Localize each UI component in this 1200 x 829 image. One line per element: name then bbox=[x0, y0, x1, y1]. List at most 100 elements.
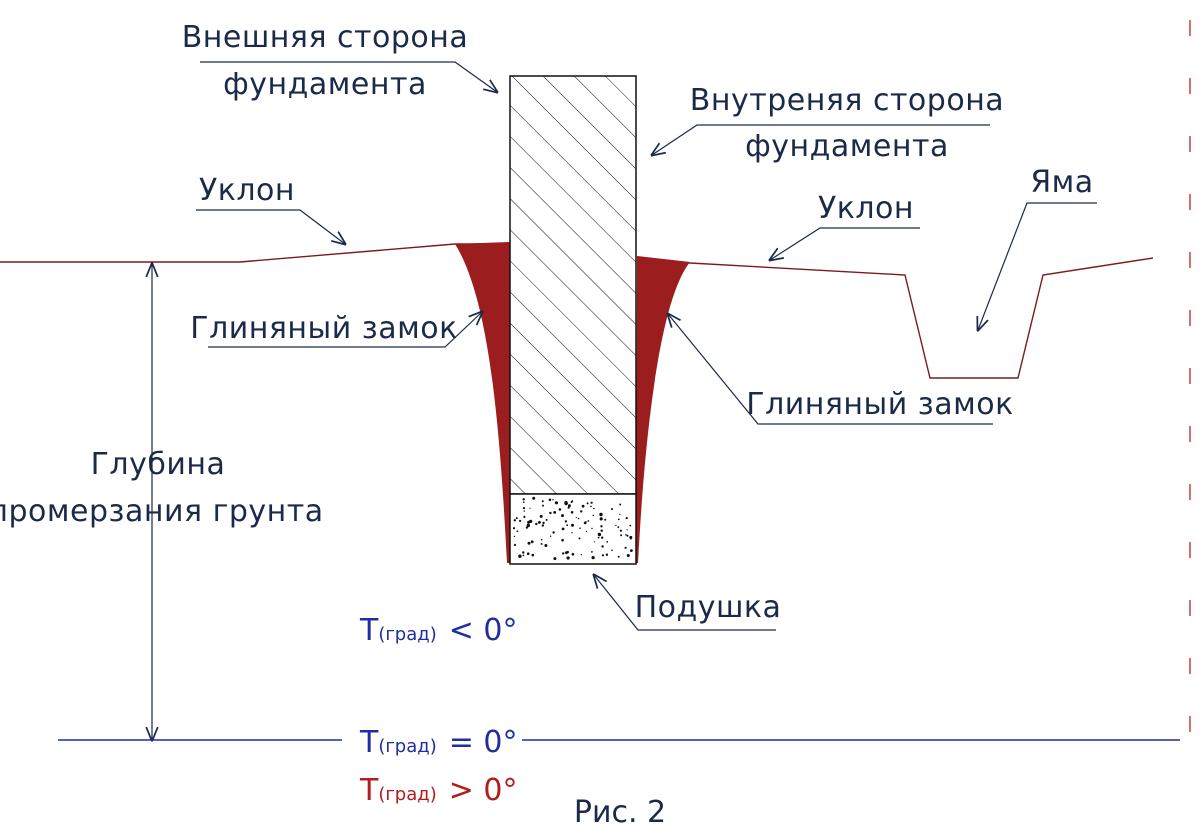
cushion-speckle bbox=[561, 514, 564, 518]
cushion-speckle bbox=[564, 501, 568, 505]
cushion-speckle bbox=[513, 543, 517, 547]
cushion-speckle bbox=[513, 519, 516, 522]
cushion-speckle bbox=[541, 500, 544, 503]
cushion-speckle bbox=[599, 512, 603, 517]
cushion-speckle bbox=[604, 518, 607, 521]
cushion-speckle bbox=[558, 508, 562, 511]
cushion-speckle bbox=[526, 552, 530, 555]
cushion-speckle bbox=[519, 519, 522, 523]
cushion-speckle bbox=[522, 554, 525, 557]
cushion-speckle bbox=[529, 507, 531, 509]
outer-side-label-line2: фундамента bbox=[223, 67, 427, 102]
clay-lock-left-label: Глиняный замок bbox=[190, 311, 457, 346]
cushion-speckle bbox=[535, 522, 538, 526]
cushion-speckle bbox=[625, 534, 627, 536]
cushion-speckle bbox=[597, 536, 600, 539]
cushion-speckle bbox=[570, 511, 574, 514]
clay-lock-right-label: Глиняный замок bbox=[746, 387, 1013, 422]
cushion-speckle bbox=[585, 530, 588, 533]
cushion-speckle bbox=[567, 504, 571, 508]
cushion-speckle bbox=[554, 501, 559, 505]
temp-above-zero: T(град)> 0° bbox=[359, 773, 518, 808]
cushion-speckle bbox=[619, 503, 622, 506]
clay-lock-left-leader bbox=[208, 312, 482, 348]
cushion-speckle bbox=[553, 557, 557, 561]
cushion-speckle bbox=[522, 551, 525, 554]
cushion-speckle bbox=[542, 504, 544, 507]
cushion-speckle bbox=[540, 538, 543, 541]
cushion-speckle bbox=[580, 510, 583, 513]
cushion-speckle bbox=[617, 555, 620, 558]
pit-leader bbox=[978, 202, 1097, 330]
cushion-speckle bbox=[611, 549, 613, 552]
cushion-speckle bbox=[522, 507, 526, 510]
cushion-speckle bbox=[525, 526, 529, 529]
cushion-speckle bbox=[591, 551, 593, 553]
cushion-speckle bbox=[601, 536, 604, 539]
cushion-speckle bbox=[601, 554, 605, 557]
cushion-speckle bbox=[553, 511, 557, 514]
cushion-speckle bbox=[529, 519, 533, 524]
cushion-speckle bbox=[626, 534, 629, 537]
cushion-speckle bbox=[619, 529, 623, 532]
cushion-speckle bbox=[617, 526, 620, 529]
cushion-speckle bbox=[581, 504, 585, 508]
cushion-speckle bbox=[566, 524, 569, 527]
cushion-speckle bbox=[518, 554, 522, 558]
cushion-speckle bbox=[579, 527, 581, 529]
cushion-speckle bbox=[587, 520, 590, 522]
cushion-speckle bbox=[540, 543, 543, 545]
cushion-speckle bbox=[549, 511, 552, 515]
cushion-speckle bbox=[523, 510, 525, 512]
foundation-wall bbox=[509, 75, 637, 495]
cushion-speckle bbox=[575, 516, 577, 519]
cushion-speckle bbox=[561, 527, 565, 531]
cushion-speckle bbox=[600, 525, 603, 528]
cushion-speckle bbox=[599, 517, 603, 521]
cushion-speckle bbox=[548, 498, 552, 502]
cushion-speckle bbox=[544, 544, 548, 547]
cushion-speckle bbox=[611, 508, 613, 511]
cushion-speckle bbox=[626, 554, 630, 557]
cushion-speckle bbox=[630, 549, 633, 552]
inner-side-label-line2: фундамента bbox=[745, 129, 949, 164]
cushion-speckle bbox=[591, 527, 593, 530]
cushion-speckle bbox=[593, 507, 595, 510]
cushion-speckle bbox=[522, 498, 525, 501]
clay-lock-left-shape bbox=[455, 242, 510, 563]
slope-right-label: Уклон bbox=[818, 191, 914, 226]
cushion-speckle bbox=[571, 552, 575, 556]
cushion-speckle bbox=[552, 531, 555, 534]
cushion-speckle bbox=[600, 529, 603, 532]
cushion-speckle bbox=[566, 556, 570, 560]
cushion-speckle bbox=[625, 517, 628, 520]
cushion-speckle bbox=[541, 524, 544, 527]
cushion-speckle bbox=[512, 527, 516, 530]
cushion-speckle bbox=[530, 540, 534, 544]
cushion-speckle bbox=[590, 505, 592, 508]
cushion-speckle bbox=[630, 538, 632, 540]
cushion-speckle bbox=[545, 518, 548, 521]
cushion-speckle bbox=[549, 535, 552, 537]
cushion-block bbox=[509, 493, 637, 565]
cushion-speckle bbox=[523, 515, 526, 519]
cushion-speckle bbox=[532, 496, 536, 500]
cushion-speckle bbox=[562, 552, 565, 555]
cushion-speckle bbox=[516, 530, 519, 533]
cushion-speckle bbox=[567, 506, 570, 509]
cushion-speckle bbox=[565, 551, 568, 555]
cushion-speckle bbox=[539, 514, 543, 518]
clay-lock-right-shape bbox=[636, 256, 690, 563]
cushion-speckle bbox=[605, 553, 609, 556]
ground-surface-line bbox=[0, 243, 508, 263]
cushion-speckle bbox=[580, 554, 582, 556]
cushion-speckle bbox=[539, 521, 541, 523]
cushion-speckle bbox=[527, 541, 531, 545]
cushion-speckle bbox=[606, 541, 609, 543]
cushion-leader bbox=[594, 575, 776, 631]
ground-surface-line-right bbox=[636, 256, 1154, 379]
cushion-speckle bbox=[571, 523, 574, 527]
outer-side-label-line1: Внешняя сторона bbox=[182, 20, 469, 55]
